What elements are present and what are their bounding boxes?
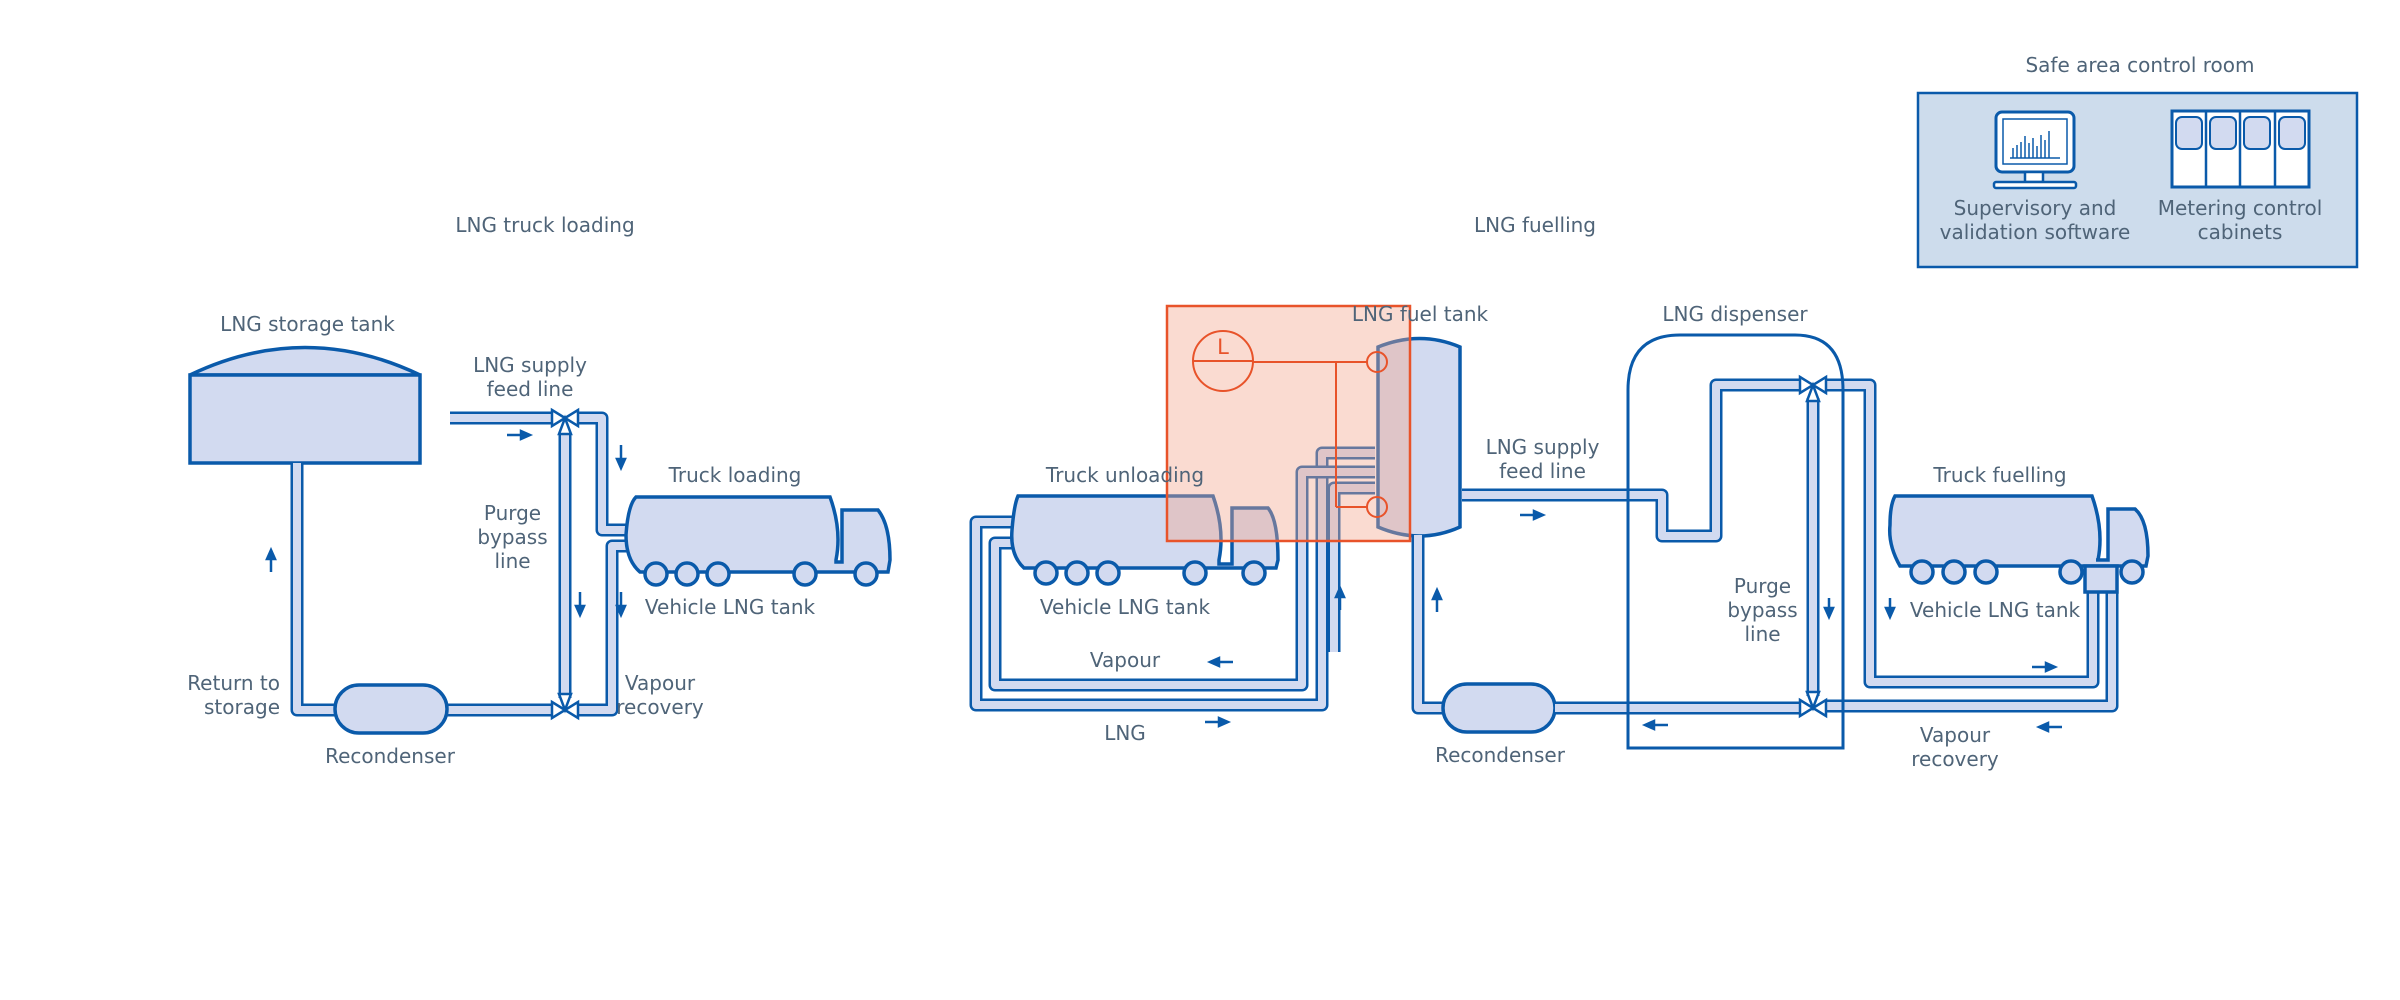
truck-unloading-vehicle xyxy=(1010,494,1280,586)
control-room-panel xyxy=(1916,91,2359,269)
recondenser-label-left: Recondenser xyxy=(325,744,455,768)
level-gauge-symbol: L xyxy=(1217,335,1229,359)
fuel-tank-label: LNG fuel tank xyxy=(1351,302,1489,326)
flow-arrow xyxy=(1206,656,1233,668)
flow-arrow xyxy=(1884,598,1896,621)
flow-arrow xyxy=(574,592,586,619)
lng-storage-tank xyxy=(188,345,422,465)
software-label: Supervisory and validation software xyxy=(1939,196,2131,244)
flow-arrow xyxy=(1431,586,1443,612)
valve-bottom-right[interactable] xyxy=(1798,690,1828,719)
valve-top-right[interactable] xyxy=(1798,374,1828,403)
control-room-title: Safe area control room xyxy=(2025,53,2255,77)
vehicle-tank-label-loading: Vehicle LNG tank xyxy=(644,595,816,619)
storage-tank-label: LNG storage tank xyxy=(220,312,395,336)
lng-fuel-tank xyxy=(1376,336,1462,538)
recondenser-left xyxy=(333,683,449,735)
truck-unloading-label: Truck unloading xyxy=(1045,463,1205,487)
section-title-fuelling: LNG fuelling xyxy=(1473,213,1597,237)
vapour-recovery-label-left: Vapour recovery xyxy=(616,671,704,719)
purge-bypass-label-right: Purge bypass line xyxy=(1727,574,1798,646)
unloading-lng-pipe xyxy=(969,446,1375,712)
recondenser-label-right: Recondenser xyxy=(1435,743,1565,767)
supply-feed-line-label: LNG supply feed line xyxy=(473,353,587,401)
vehicle-tank-label-unloading: Vehicle LNG tank xyxy=(1039,595,1211,619)
section-title-truck-loading: LNG truck loading xyxy=(455,213,635,237)
vapour-recovery-label-right: Vapour recovery xyxy=(1911,723,1999,771)
lng-label: LNG xyxy=(1104,721,1146,745)
vapour-label: Vapour xyxy=(1089,648,1161,672)
flow-arrow xyxy=(507,429,534,441)
dispenser-label: LNG dispenser xyxy=(1662,302,1808,326)
flow-arrow xyxy=(1823,598,1835,621)
flow-arrow xyxy=(2035,721,2062,733)
flow-arrow xyxy=(1641,719,1668,731)
recondenser-right xyxy=(1441,682,1557,734)
return-to-storage-label: Return to storage xyxy=(187,671,280,719)
flow-arrow xyxy=(1520,509,1547,521)
fuel-tank-return-pipe xyxy=(1411,535,1445,715)
truck-loading-label: Truck loading xyxy=(668,463,802,487)
valve-top-left[interactable] xyxy=(550,407,580,436)
lng-dispenser-enclosure xyxy=(1626,333,1845,750)
cabinets-label: Metering control cabinets xyxy=(2157,196,2323,244)
valve-bottom-left[interactable] xyxy=(550,692,580,721)
cabinets-icon xyxy=(2170,109,2311,189)
flow-arrow xyxy=(615,445,627,472)
unloading-lng-pipe-2 xyxy=(1327,481,1375,652)
truck-loading-vehicle xyxy=(624,495,892,587)
dispenser-to-truck-pipe xyxy=(1826,378,2100,689)
flow-arrow xyxy=(1334,584,1346,610)
truck-vapour-pipe xyxy=(578,539,630,717)
level-sensor-top xyxy=(1366,351,1388,373)
flow-arrow xyxy=(2032,661,2059,673)
truck-fuelling-vehicle xyxy=(1887,494,2150,594)
truck-vapour-recovery-pipe xyxy=(1826,590,2119,713)
truck-fuelling-label: Truck fuelling xyxy=(1933,463,2067,487)
flow-arrow xyxy=(1205,716,1232,728)
monitor-icon xyxy=(1992,110,2078,190)
truck-feed-pipe xyxy=(578,411,630,537)
level-gauge-highlight xyxy=(1165,304,1412,543)
level-sensor-bottom xyxy=(1366,496,1388,518)
unloading-vapour-pipe xyxy=(988,465,1375,692)
return-to-storage-pipe xyxy=(290,463,340,717)
supply-feed-line-label-right: LNG supply feed line xyxy=(1485,435,1600,483)
flow-arrow xyxy=(615,592,627,619)
purge-bypass-label-left: Purge bypass line xyxy=(477,501,548,573)
vehicle-tank-label-fuelling: Vehicle LNG tank xyxy=(1909,598,2081,622)
flow-arrow xyxy=(265,546,277,572)
